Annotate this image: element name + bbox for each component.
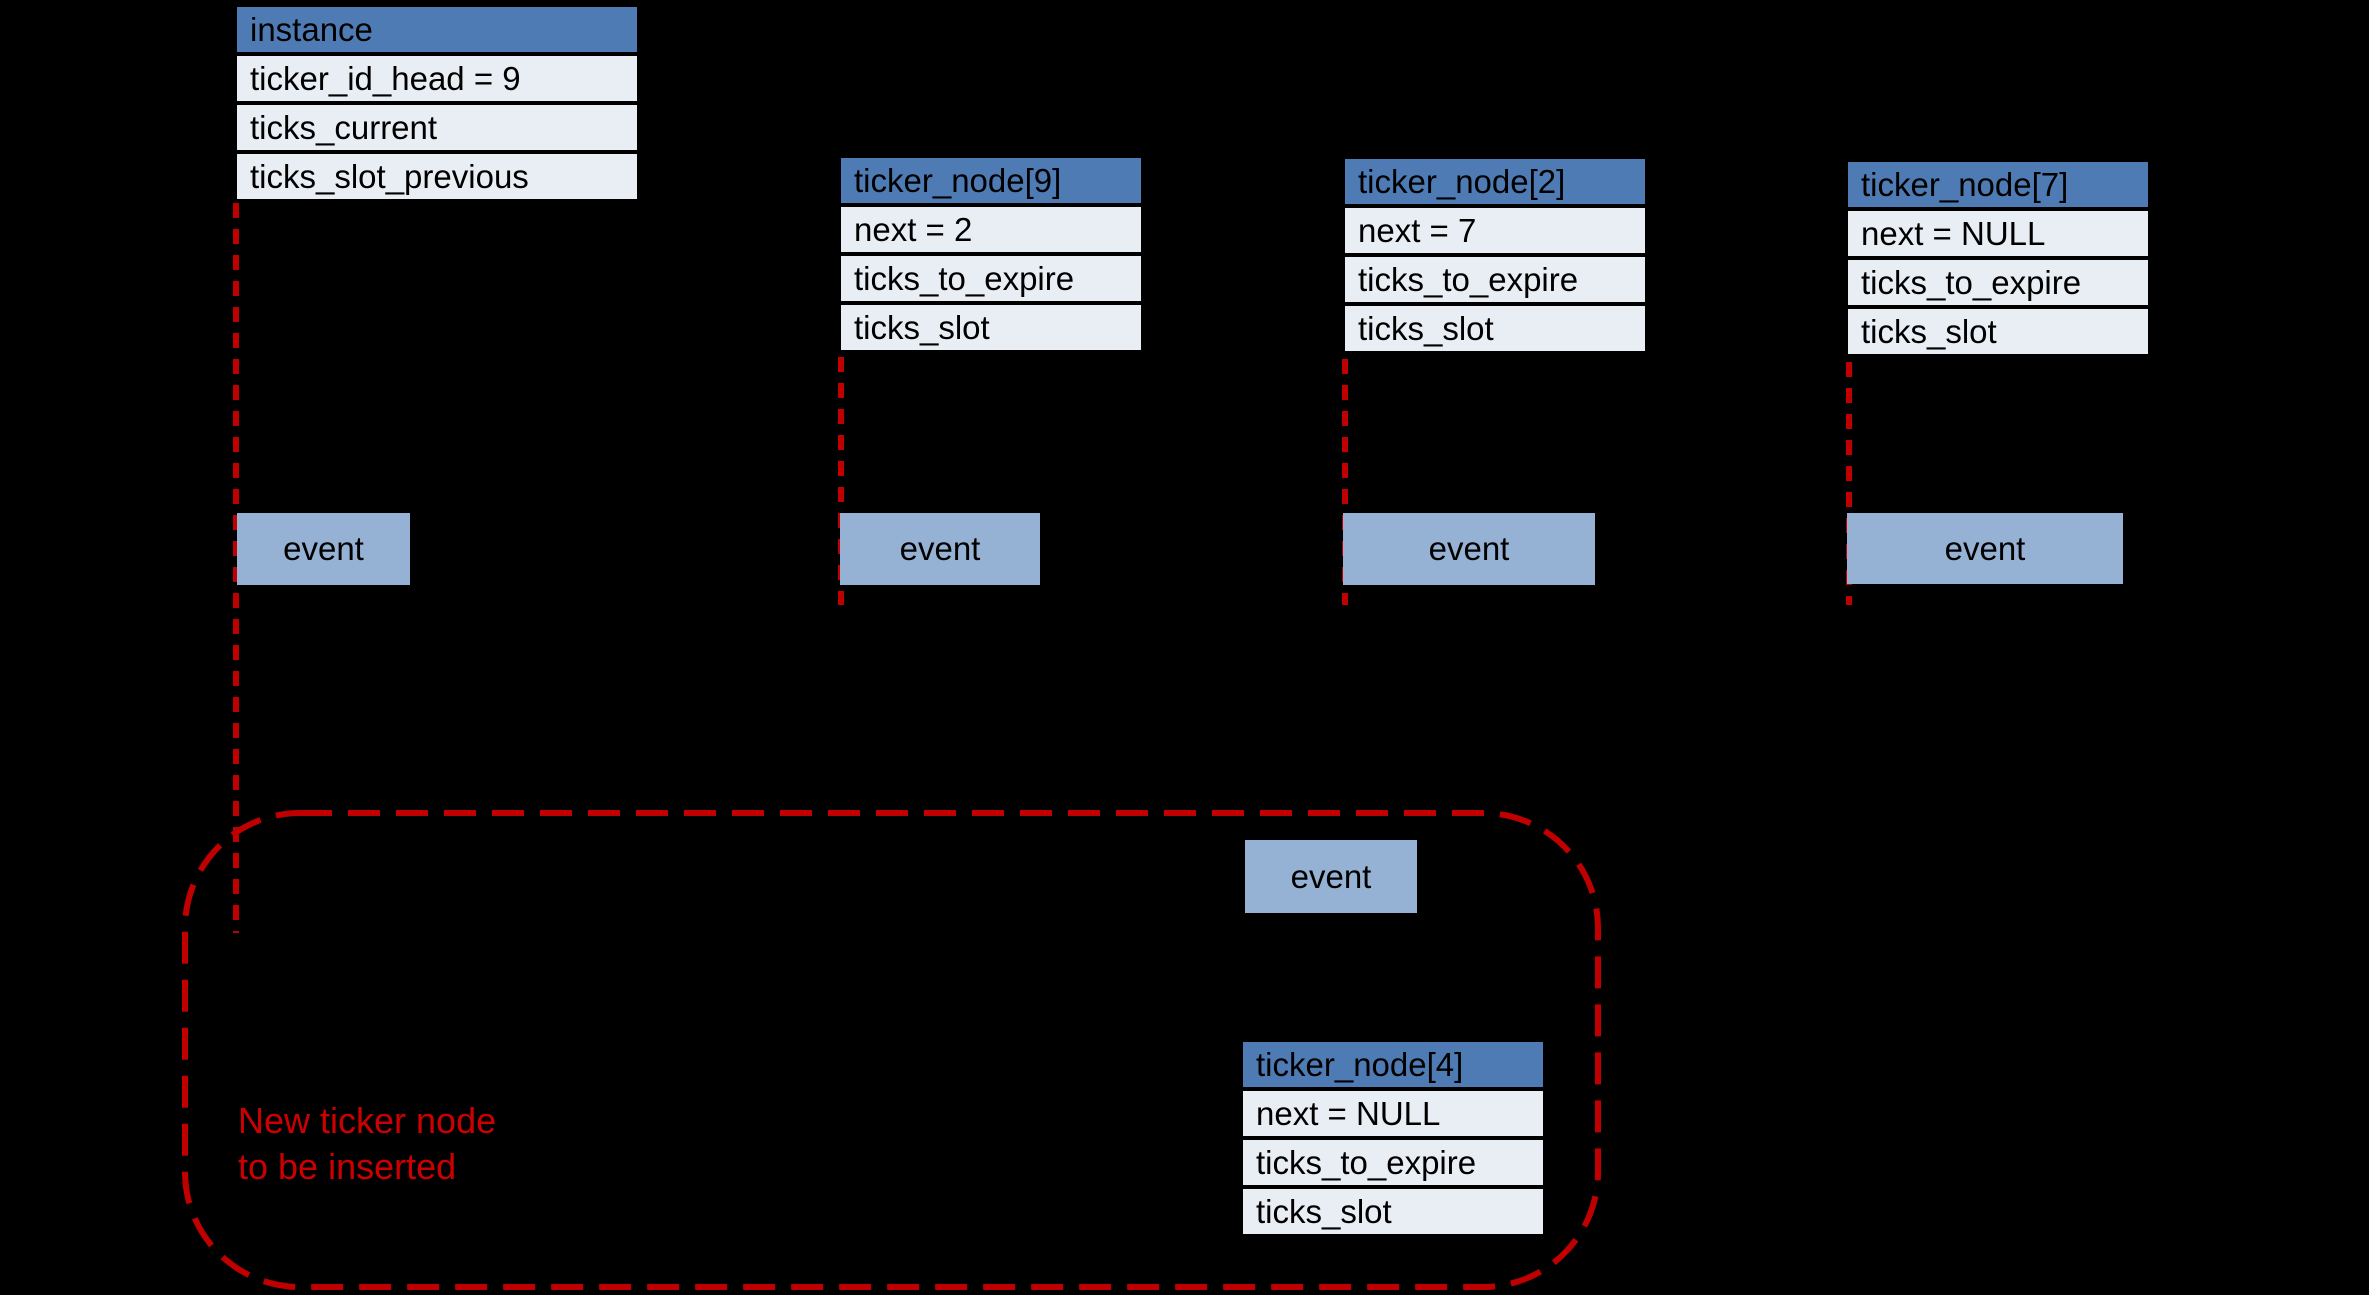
- event-box-node2: event: [1343, 513, 1595, 585]
- event-box-instance: event: [237, 513, 410, 585]
- ticker-node-7-row-ticks-to-expire: ticks_to_expire: [1848, 260, 2148, 309]
- ticker-node-4-header: ticker_node[4]: [1243, 1042, 1543, 1091]
- ticker-node-9-row-ticks-slot: ticks_slot: [841, 305, 1141, 354]
- instance-row-ticker-id-head: ticker_id_head = 9: [237, 56, 637, 105]
- event-box-new-node: event: [1245, 840, 1417, 913]
- ticker-node-4-table: ticker_node[4] next = NULL ticks_to_expi…: [1243, 1042, 1543, 1238]
- ticker-node-4-row-ticks-slot: ticks_slot: [1243, 1189, 1543, 1238]
- ticker-node-4-row-ticks-to-expire: ticks_to_expire: [1243, 1140, 1543, 1189]
- event-box-node9: event: [840, 513, 1040, 585]
- ticker-node-2-header: ticker_node[2]: [1345, 159, 1645, 208]
- ticker-node-4-row-next: next = NULL: [1243, 1091, 1543, 1140]
- instance-table: instance ticker_id_head = 9 ticks_curren…: [237, 7, 637, 203]
- insertion-note-line1: New ticker node: [238, 1100, 497, 1141]
- ticker-node-2-table: ticker_node[2] next = 7 ticks_to_expire …: [1345, 159, 1645, 355]
- ticker-node-7-row-ticks-slot: ticks_slot: [1848, 309, 2148, 358]
- ticker-node-2-row-ticks-to-expire: ticks_to_expire: [1345, 257, 1645, 306]
- ticker-node-2-row-ticks-slot: ticks_slot: [1345, 306, 1645, 355]
- ticker-node-7-header: ticker_node[7]: [1848, 162, 2148, 211]
- instance-table-header: instance: [237, 7, 637, 56]
- ticker-node-9-table: ticker_node[9] next = 2 ticks_to_expire …: [841, 158, 1141, 354]
- insertion-note: New ticker node to be inserted: [238, 1098, 496, 1190]
- ticker-node-7-row-next: next = NULL: [1848, 211, 2148, 260]
- instance-row-ticks-current: ticks_current: [237, 105, 637, 154]
- ticker-node-9-header: ticker_node[9]: [841, 158, 1141, 207]
- instance-row-ticks-slot-previous: ticks_slot_previous: [237, 154, 637, 203]
- insertion-note-line2: to be inserted: [238, 1146, 457, 1187]
- ticker-node-9-row-next: next = 2: [841, 207, 1141, 256]
- event-box-node7: event: [1847, 513, 2123, 584]
- ticker-node-9-row-ticks-to-expire: ticks_to_expire: [841, 256, 1141, 305]
- ticker-node-2-row-next: next = 7: [1345, 208, 1645, 257]
- insertion-region-outline: [182, 810, 1601, 1290]
- ticker-node-7-table: ticker_node[7] next = NULL ticks_to_expi…: [1848, 162, 2148, 358]
